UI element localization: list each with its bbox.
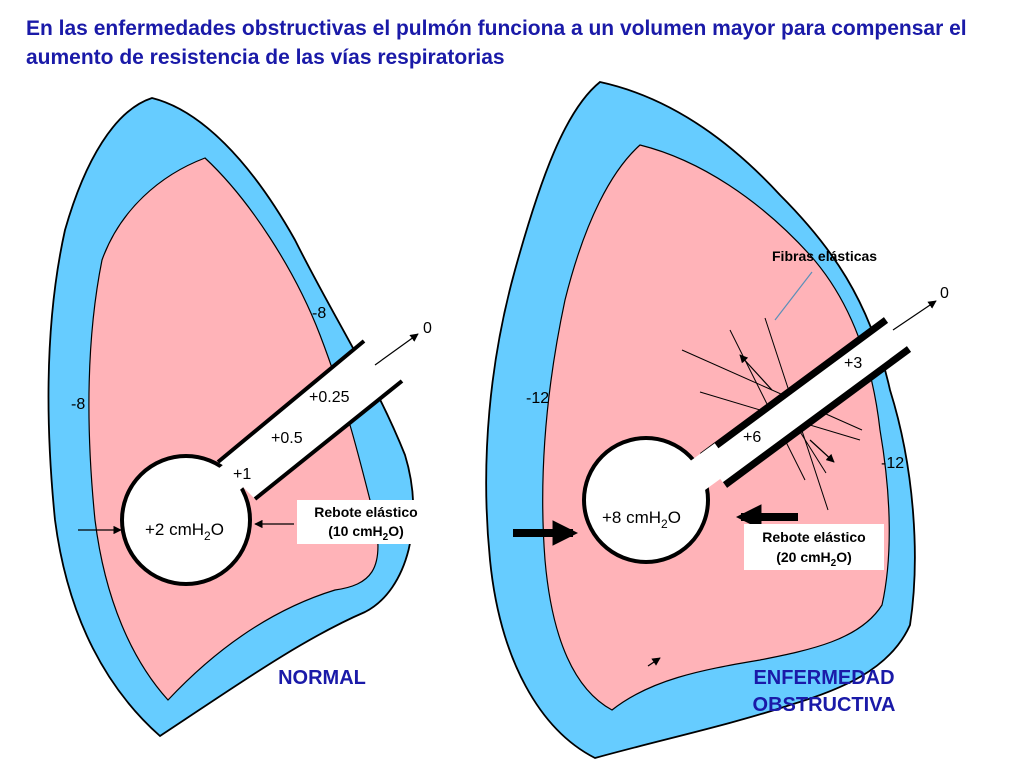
normal-pleural-pressure-top: -8 [312,305,326,322]
normal-airway-outlet-pressure: 0 [423,320,432,337]
elastic-fibers-label: Fibras elásticas [772,248,877,264]
obstructive-airway-pressure-6: +6 [743,429,761,446]
obstructive-caption-line1: ENFERMEDAD [753,667,894,689]
obstructive-airway-outlet-pressure: 0 [940,285,949,302]
obstructive-lung [485,81,937,759]
normal-pleural-pressure-left: -8 [71,396,85,413]
normal-recoil-label: Rebote elástico [314,504,417,520]
obstructive-alveolus [582,436,710,564]
obstructive-recoil-label: Rebote elástico [762,529,865,545]
normal-caption: NORMAL [278,667,366,689]
normal-airway-pressure-1: +1 [233,466,251,483]
normal-recoil-box [297,500,437,544]
obstructive-caption-line2: OBSTRUCTIVA [753,694,896,716]
normal-alveolar-pressure: +2 cmH2O [145,520,224,543]
obstructive-pleural-pressure-right: -12 [881,455,904,472]
obstructive-alveolar-pressure: +8 cmH2O [602,508,681,531]
obstructive-recoil-value: (20 cmH2O) [776,549,852,569]
normal-airway-pressure-025: +0.25 [309,389,350,406]
obstructive-lung-tissue [542,144,890,711]
obstructive-recoil-box [744,524,884,570]
obstructive-airway-pressure-3: +3 [844,355,862,372]
normal-recoil-value: (10 cmH2O) [328,523,404,543]
obstructive-pleural-pressure-left: -12 [526,390,549,407]
normal-lung [47,97,437,738]
slide-title: En las enfermedades obstructivas el pulm… [26,17,967,69]
normal-airway-pressure-05: +0.5 [271,430,303,447]
